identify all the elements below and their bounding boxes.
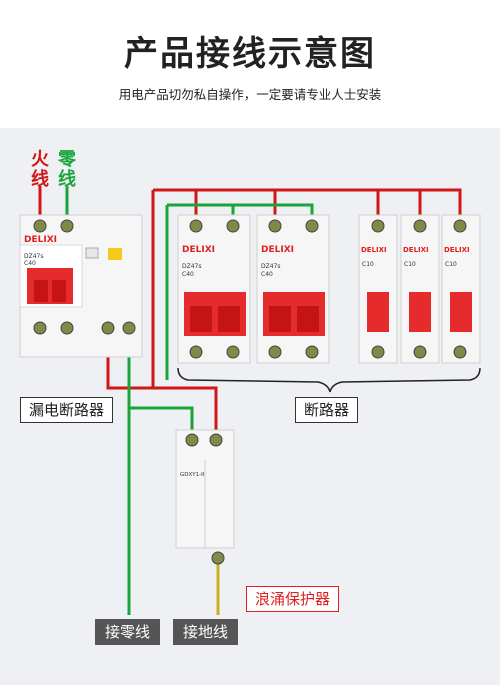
breaker-1p-b-rating: C10 <box>404 261 416 268</box>
breaker-1p-a-rating: C10 <box>362 261 374 268</box>
breaker-2p-b-brand: DELIXI <box>261 245 294 255</box>
live-wire-label: 火线 <box>31 149 49 190</box>
page-subtitle: 用电产品切勿私自操作，一定要请专业人士安装 <box>118 87 382 102</box>
breaker-group-brace <box>177 367 481 393</box>
breaker-1p-a-brand: DELIXI <box>361 246 387 254</box>
breaker-2p-b-model: DZ47s <box>261 263 281 270</box>
rcd-device: DELIXI DZ47s C40 <box>19 214 143 358</box>
rcd-brand: DELIXI <box>24 235 57 245</box>
spd-device: GDXY1-II <box>175 429 235 565</box>
breaker-1p-c-rating: C10 <box>445 261 457 268</box>
breaker-2p-b: DELIXI DZ47s C40 <box>256 214 330 364</box>
breaker-1p-b: DELIXI C10 <box>400 214 440 364</box>
breaker-2p-a-brand: DELIXI <box>182 245 215 255</box>
neutral-terminal-label: 接零线 <box>95 619 161 645</box>
rcd-model: DZ47s <box>24 253 44 260</box>
breaker-2p-a-rating: C40 <box>182 271 194 278</box>
spd-model: GDXY1-II <box>180 472 205 478</box>
breaker-1p-c-brand: DELIXI <box>444 246 470 254</box>
breaker-2p-b-rating: C40 <box>261 271 273 278</box>
breaker-label: 断路器 <box>295 397 359 423</box>
ground-terminal-label: 接地线 <box>173 619 239 645</box>
breaker-1p-b-brand: DELIXI <box>403 246 429 254</box>
breaker-2p-a-model: DZ47s <box>182 263 202 270</box>
breaker-1p-a: DELIXI C10 <box>358 214 398 364</box>
rcd-label: 漏电断路器 <box>20 397 114 423</box>
rcd-rating: C40 <box>24 260 36 267</box>
page-title: 产品接线示意图 <box>124 34 376 74</box>
breaker-1p-c: DELIXI C10 <box>441 214 481 364</box>
breaker-2p-a: DELIXI DZ47s C40 <box>177 214 251 364</box>
spd-label: 浪涌保护器 <box>246 586 340 612</box>
neutral-wires <box>65 186 314 615</box>
neutral-wire-label: 零线 <box>58 149 76 190</box>
